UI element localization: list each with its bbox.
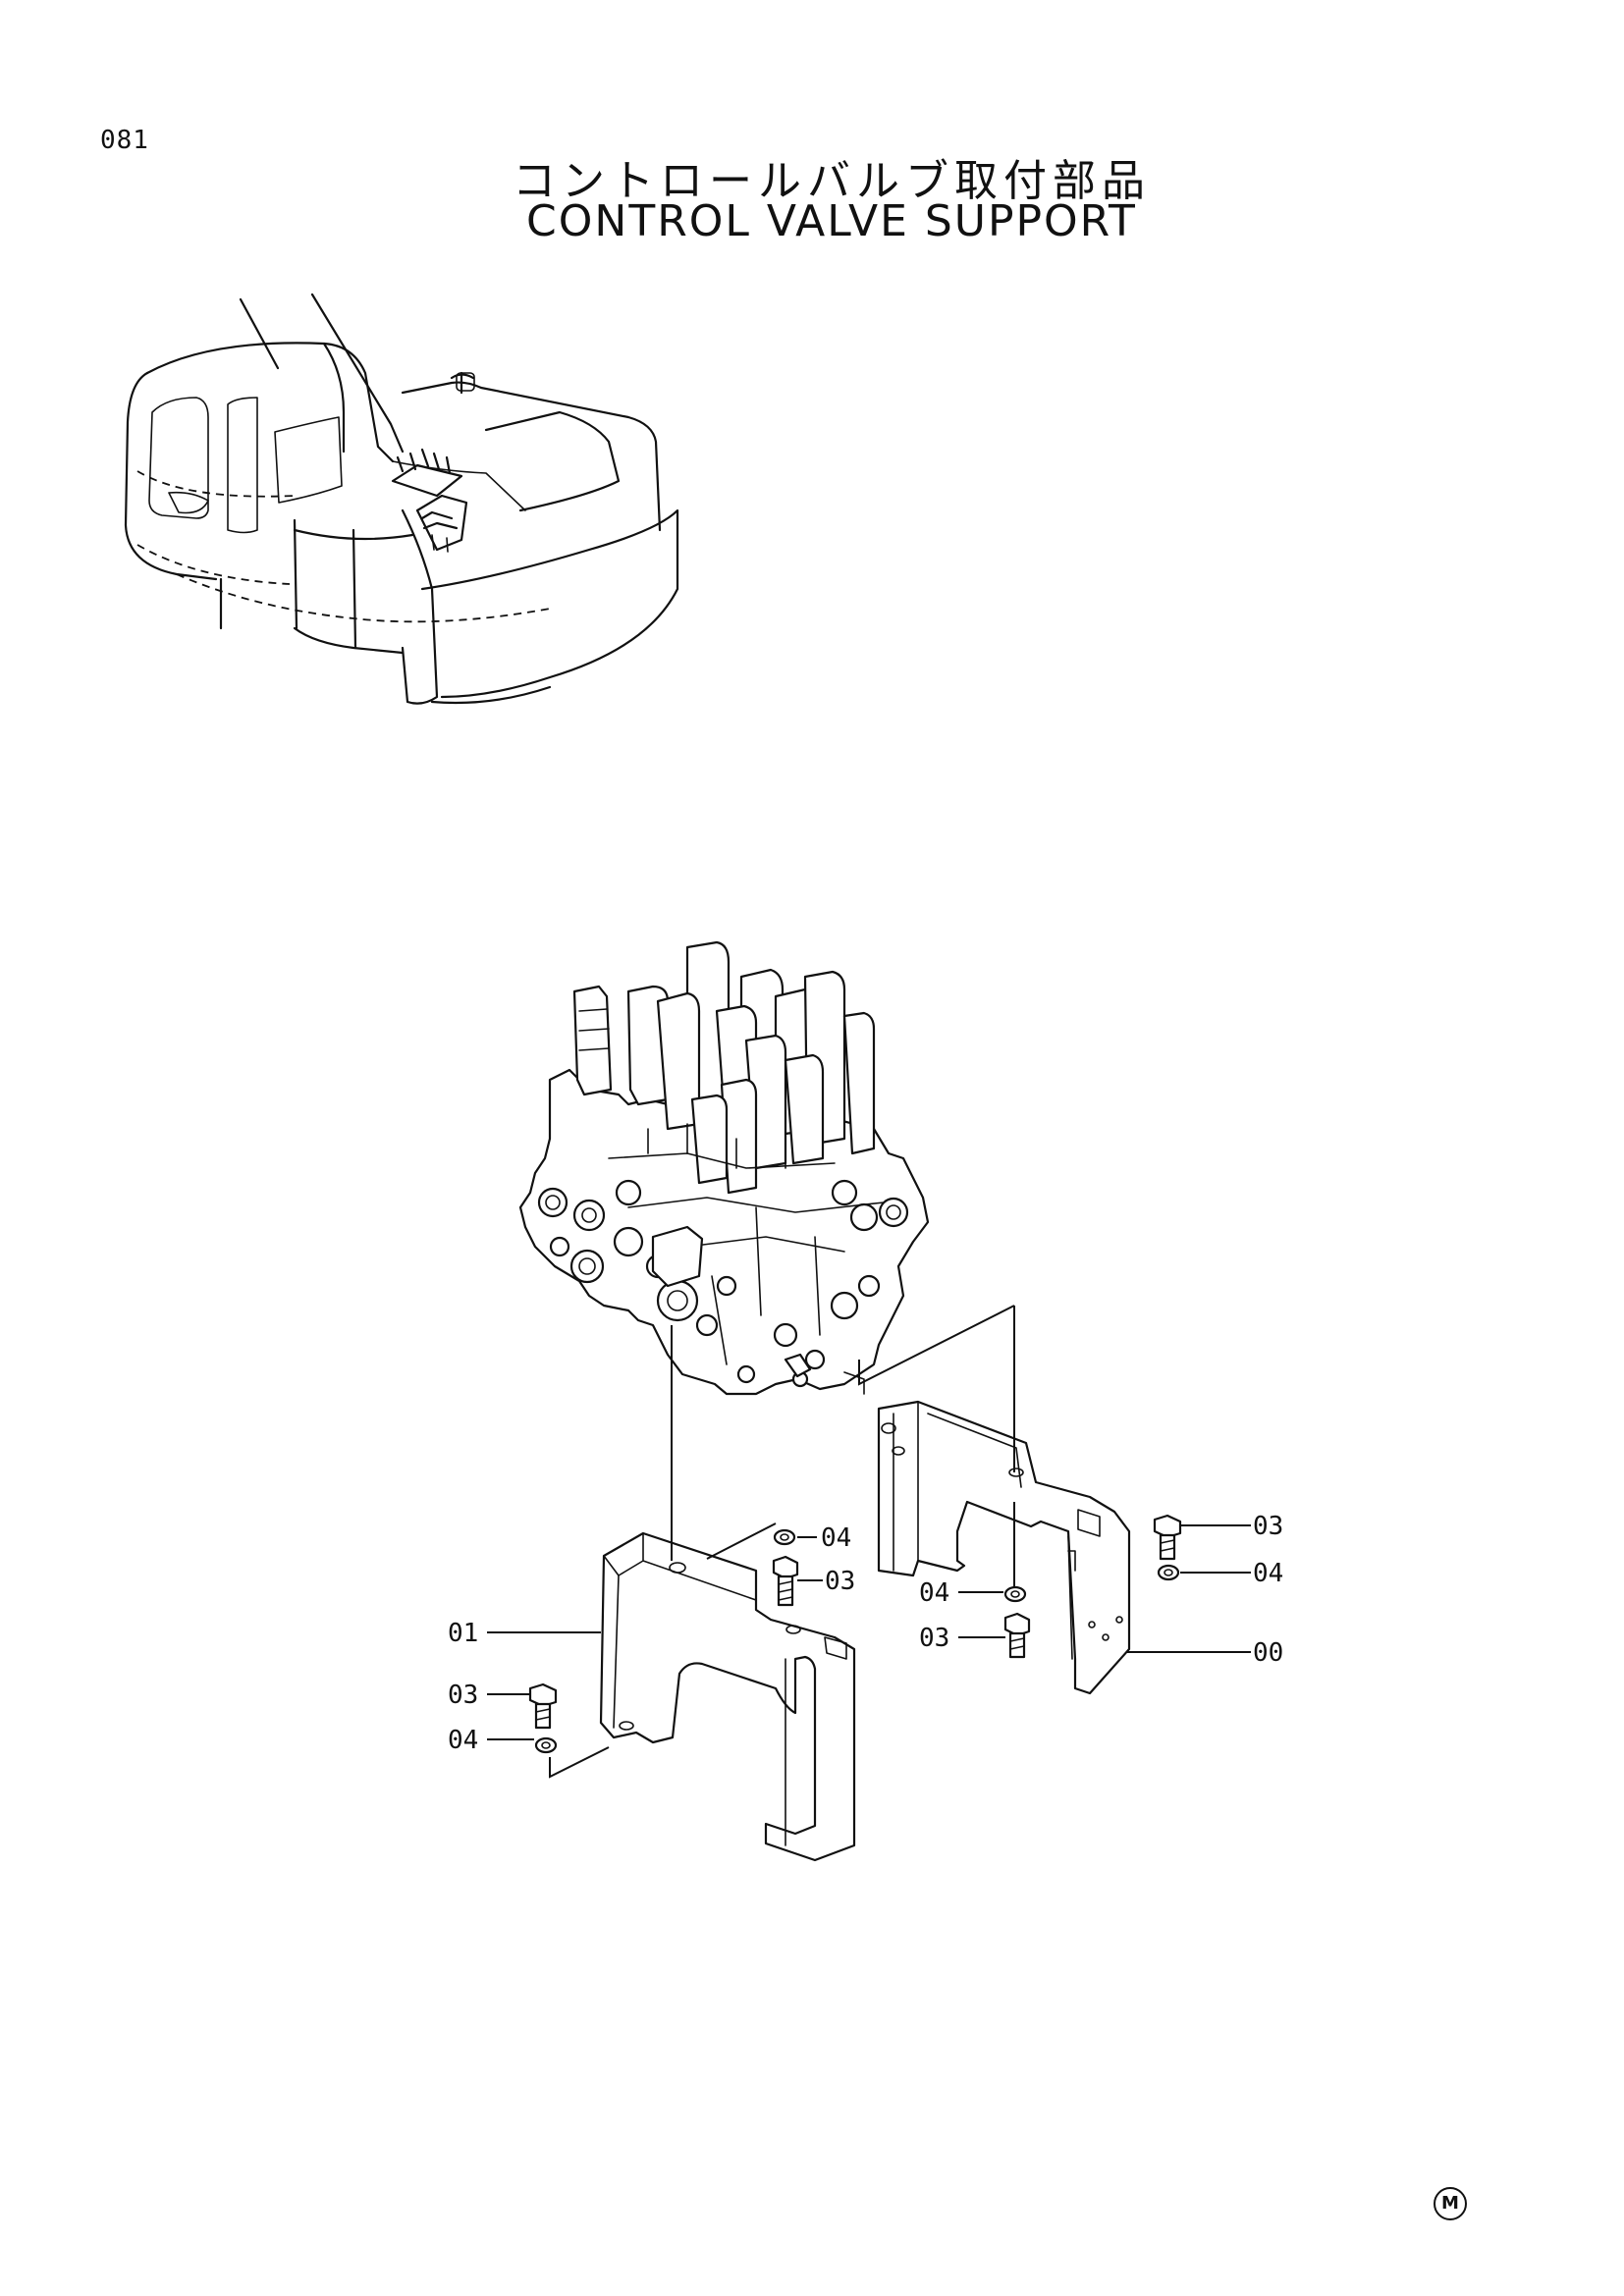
publisher-mark: M: [1434, 2187, 1467, 2220]
support-bracket-left: [599, 1531, 856, 1862]
bolt-03-b: [528, 1682, 558, 1730]
callout-label: 00: [1253, 1638, 1283, 1668]
callout-label: 04: [1253, 1559, 1283, 1588]
washer-04-b: [534, 1736, 558, 1754]
washer-04-d: [1157, 1564, 1180, 1581]
bolt-03-c: [1003, 1612, 1031, 1659]
washer-04-a: [773, 1528, 796, 1546]
fasteners: [528, 1514, 1182, 1754]
support-bracket-right: [877, 1400, 1131, 1695]
callout-label: 04: [821, 1523, 851, 1553]
machine-overview-illustration: [124, 293, 679, 705]
callout-label: 03: [919, 1624, 949, 1653]
control-valve-location-mark: [391, 448, 468, 553]
page-title-japanese: コントロールバルブ取付部品: [513, 156, 1151, 206]
page-title-english: CONTROL VALVE SUPPORT: [526, 196, 1137, 246]
valve-ports: [537, 1179, 909, 1388]
callout-label: 03: [448, 1681, 478, 1710]
assembly-guide-lines: [549, 1305, 1015, 1779]
callout-label: 03: [825, 1567, 855, 1596]
callout-label: 04: [448, 1726, 478, 1755]
spool-caps: [572, 940, 876, 1195]
callout-labels: 04 03 01 03 04 04 03 03 04 00: [448, 1512, 1283, 1755]
page-number: 081: [100, 126, 149, 155]
bolt-03-a: [772, 1555, 799, 1607]
callout-label: 03: [1253, 1512, 1283, 1541]
bolt-03-d: [1153, 1514, 1182, 1561]
washer-04-c: [1003, 1585, 1027, 1603]
callout-label: 01: [448, 1619, 478, 1648]
callout-label: 04: [919, 1578, 949, 1608]
control-valve-assembly: [518, 940, 930, 1396]
